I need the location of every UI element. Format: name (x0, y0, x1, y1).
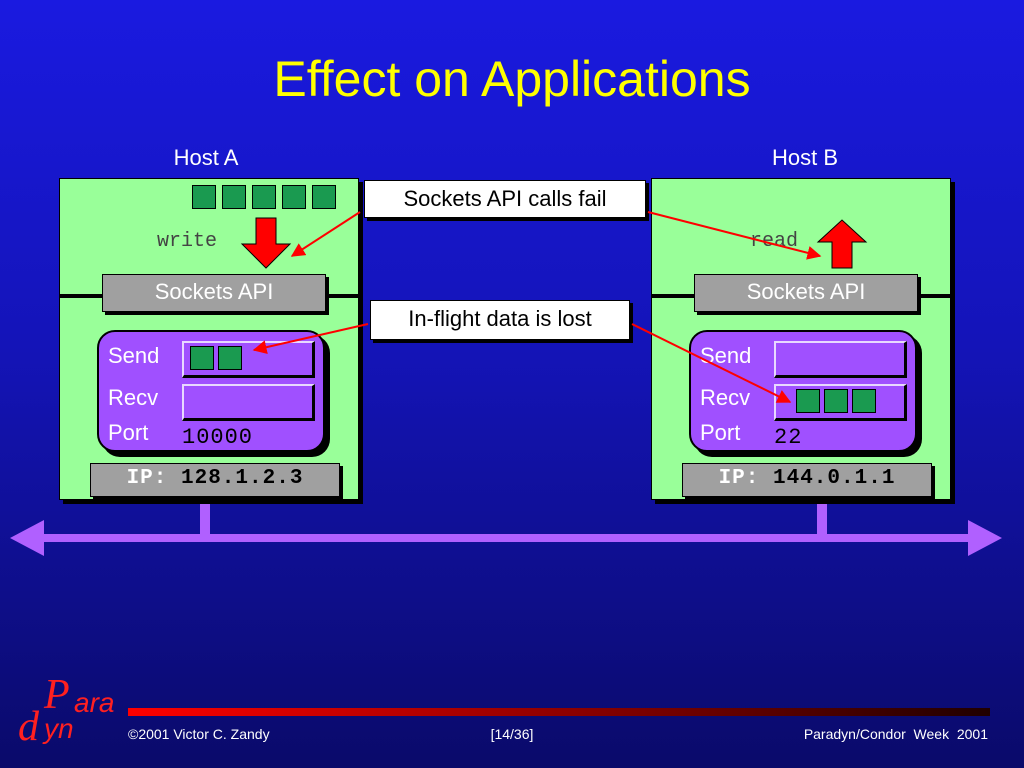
footer-page-number: [14/36] (490, 726, 534, 742)
pointer-api-fail-b (647, 211, 822, 260)
host-b-ip: IP: 144.0.1.1 (682, 463, 932, 497)
host-a-app-packet-1 (192, 185, 216, 209)
logo-d-letter: d (18, 704, 39, 750)
callout-api-fail: Sockets API calls fail (364, 180, 646, 218)
pointer-data-lost-b (631, 323, 792, 403)
host-a-sockets-api: Sockets API (102, 274, 326, 312)
footer-event: Paradyn/Condor Week 2001 (803, 726, 988, 742)
pointer-data-lost-a (252, 323, 369, 355)
footer-bar (128, 708, 990, 716)
network-bus (10, 520, 1002, 556)
bus-left-arrowhead (10, 520, 44, 556)
host-a-app-packet-3 (252, 185, 276, 209)
host-a-ip-value: 128.1.2.3 (181, 467, 304, 490)
host-a-send-packet-2 (218, 346, 242, 370)
host-a-send-packet-1 (190, 346, 214, 370)
host-a-app-packet-5 (312, 185, 336, 209)
paradyn-logo: P ara d yn (18, 672, 128, 753)
host-a-app-packet-4 (282, 185, 306, 209)
host-a-ip-prefix: IP: (126, 467, 168, 490)
host-a-recv-buffer (182, 384, 315, 421)
host-b-recv-packet-3 (852, 389, 876, 413)
host-a-connector (200, 500, 210, 536)
host-b-label: Host B (771, 145, 839, 170)
host-b-connector (817, 500, 827, 536)
host-b-ip-value: 144.0.1.1 (773, 467, 896, 490)
host-b-ip-prefix: IP: (718, 467, 760, 490)
host-b-recv-packet-2 (824, 389, 848, 413)
host-a-recv-label: Recv (108, 385, 159, 410)
footer-copyright: ©2001 Victor C. Zandy (128, 726, 270, 742)
slide-title: Effect on Applications (273, 51, 751, 107)
host-b-port-label: Port (700, 420, 741, 445)
host-a-port-label: Port (108, 420, 149, 445)
host-b-port-value: 22 (774, 425, 803, 450)
callout-data-lost: In-flight data is lost (370, 300, 630, 340)
host-a-send-packets (190, 346, 242, 370)
host-b-recv-packet-1 (796, 389, 820, 413)
host-a-port-value: 10000 (182, 425, 254, 450)
host-b-recv-label: Recv (700, 385, 751, 410)
host-b-recv-packets (796, 389, 876, 413)
bus-right-arrowhead (968, 520, 1002, 556)
logo-p-letter: P (44, 672, 70, 718)
host-b-send-label: Send (700, 343, 752, 368)
host-a-send-label: Send (108, 343, 160, 368)
logo-bottom-text: yn (44, 713, 74, 744)
host-b-sockets-api: Sockets API (694, 274, 918, 312)
host-a-app-packets (192, 185, 336, 209)
pointer-api-fail-a (290, 211, 361, 257)
read-arrow-icon (816, 219, 868, 269)
host-a-label: Host A (173, 145, 239, 170)
host-b-send-buffer (774, 341, 907, 378)
write-arrow-icon (240, 217, 292, 269)
logo-top-text: ara (74, 687, 115, 718)
host-a-ip: IP: 128.1.2.3 (90, 463, 340, 497)
host-a-app-packet-2 (222, 185, 246, 209)
host-a-operation-label: write (157, 230, 218, 253)
